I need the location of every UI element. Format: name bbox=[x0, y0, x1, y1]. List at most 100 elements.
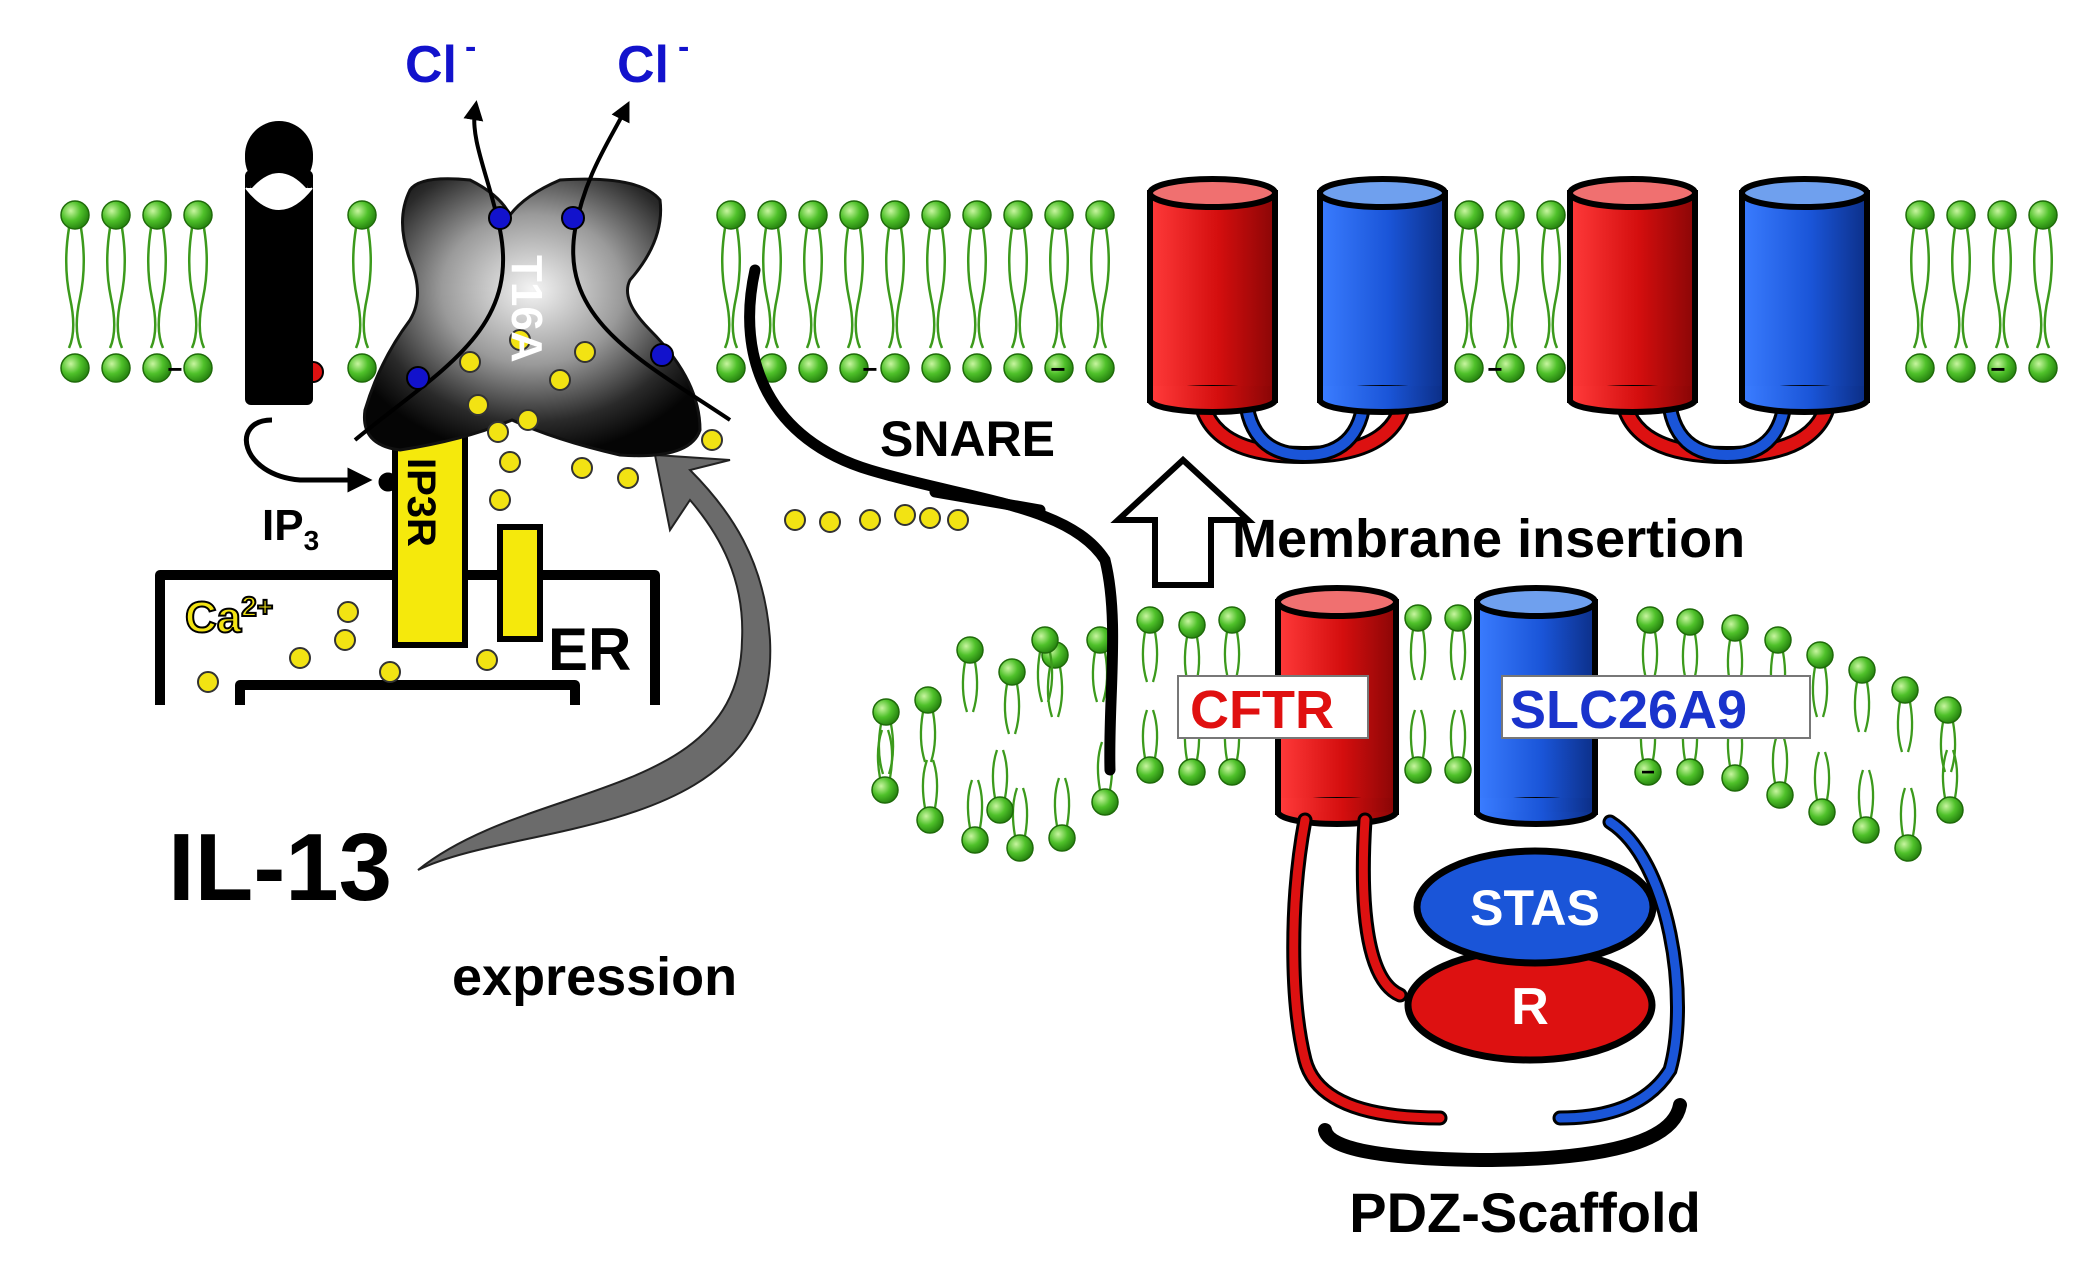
lipid-head bbox=[1404, 604, 1432, 632]
calcium-ion bbox=[334, 629, 356, 651]
lipid-head bbox=[1454, 353, 1484, 383]
calcium-ion bbox=[379, 661, 401, 683]
calcium-ion bbox=[509, 329, 531, 351]
lipid-tail bbox=[1551, 227, 1562, 349]
lipid-tail bbox=[802, 227, 813, 349]
lipid-head bbox=[798, 200, 828, 230]
lipid-head bbox=[1536, 353, 1566, 383]
lipid-tail bbox=[351, 227, 362, 349]
pdz-scaffold-bar bbox=[1318, 1098, 1687, 1168]
slc-loop-2-fill bbox=[1663, 384, 1791, 461]
er-label: ER bbox=[548, 616, 631, 683]
stas-label: STAS bbox=[1470, 880, 1600, 936]
calcium-ion bbox=[571, 457, 593, 479]
lipid-tail bbox=[1950, 227, 1961, 349]
lipid-head bbox=[1936, 796, 1964, 824]
pdz-scaffold-label: PDZ-Scaffold bbox=[1349, 1181, 1701, 1244]
lipid-head bbox=[1905, 200, 1935, 230]
lipid-tail bbox=[966, 227, 977, 349]
stas-domain bbox=[1413, 847, 1657, 967]
lipid-tail bbox=[2002, 227, 2013, 349]
lipid-tail bbox=[1409, 629, 1417, 681]
gpcr-receptor bbox=[245, 121, 313, 405]
lipid-tail bbox=[971, 661, 979, 713]
lipid-head bbox=[1044, 353, 1074, 383]
lipid-head bbox=[1946, 353, 1976, 383]
lipid-tail bbox=[976, 779, 984, 829]
lipid-head bbox=[1085, 353, 1115, 383]
cftr-cylinder-base-fill bbox=[1281, 798, 1393, 812]
lipid-head bbox=[1454, 200, 1484, 230]
cftr-cylinder-base-fill bbox=[1573, 386, 1692, 400]
lipid-head bbox=[1852, 816, 1880, 844]
lipid-tail bbox=[1091, 651, 1099, 703]
cl-ion-label: Cl bbox=[405, 36, 457, 94]
lipid-tail bbox=[1459, 709, 1467, 759]
slc26a9-cylinder-base-fill bbox=[1745, 386, 1864, 400]
slc26a9-label: SLC26A9 bbox=[1510, 680, 1747, 740]
lipid-tail bbox=[1949, 721, 1957, 773]
lipid-tail bbox=[843, 227, 854, 349]
slc26a9-cylinder-body bbox=[1317, 190, 1448, 403]
calcium-ion bbox=[489, 489, 511, 511]
lipid-head bbox=[1676, 758, 1704, 786]
lipid-tail bbox=[886, 729, 894, 779]
ip3-label-base: IP bbox=[262, 501, 304, 550]
negative-charge-label: − bbox=[1050, 354, 1065, 384]
lipid-tail bbox=[1771, 734, 1779, 784]
lipid-head bbox=[60, 200, 90, 230]
lipid-tail bbox=[1151, 631, 1159, 683]
calcium-ion bbox=[947, 509, 969, 531]
cftr-cylinder-top bbox=[1147, 176, 1278, 210]
lipid-tail bbox=[1100, 227, 1111, 349]
lipid-head bbox=[1003, 200, 1033, 230]
lipid-head bbox=[880, 353, 910, 383]
cftr-cylinder bbox=[1567, 176, 1698, 415]
membrane-insertion-arrow bbox=[1110, 455, 1256, 588]
lipid-head bbox=[839, 353, 869, 383]
lipid-tail bbox=[75, 227, 86, 349]
lipid-head bbox=[839, 200, 869, 230]
calcium-ion bbox=[487, 421, 509, 443]
lipid-tail bbox=[2043, 227, 2054, 349]
cl-binding-site bbox=[561, 206, 585, 230]
cl-flux-left bbox=[353, 100, 506, 442]
lipid-head bbox=[1136, 606, 1164, 634]
lipid-tail bbox=[1141, 631, 1149, 683]
lipid-tail bbox=[895, 227, 906, 349]
lipid-head bbox=[101, 353, 131, 383]
negative-charge-label: − bbox=[1641, 759, 1655, 786]
calcium-ion bbox=[549, 369, 571, 391]
lipid-head bbox=[961, 826, 989, 854]
lipid-tail bbox=[1920, 227, 1931, 349]
expression-arrow bbox=[417, 453, 772, 871]
lipid-tail bbox=[854, 227, 865, 349]
lipid-tail bbox=[1449, 629, 1457, 681]
calcium-ion bbox=[894, 504, 916, 526]
lipid-tail bbox=[1059, 227, 1070, 349]
calcium-ion bbox=[919, 507, 941, 529]
lipid-tail bbox=[921, 759, 929, 809]
cl-binding-site bbox=[488, 206, 512, 230]
slc26a9-cylinder-base-fill bbox=[1480, 798, 1592, 812]
lipid-head bbox=[60, 353, 90, 383]
membrane-insertion-label: Membrane insertion bbox=[1232, 509, 1745, 569]
calcium-ion bbox=[819, 511, 841, 533]
lipid-tail bbox=[1089, 227, 1100, 349]
lipid-tail bbox=[936, 227, 947, 349]
cftr-cylinder-body bbox=[1147, 190, 1278, 403]
lipid-tail bbox=[1013, 683, 1021, 735]
lipid-tail bbox=[2032, 227, 2043, 349]
slc26a9-cylinder-top bbox=[1739, 176, 1870, 210]
lipid-head bbox=[1178, 611, 1206, 639]
lipid-head bbox=[1721, 764, 1749, 792]
lipid-head bbox=[986, 796, 1014, 824]
slc26a9-label-box: SLC26A9 bbox=[1501, 675, 1811, 740]
lipid-tail bbox=[1458, 227, 1469, 349]
lipid-tail bbox=[1096, 741, 1104, 791]
lipid-tail bbox=[105, 227, 116, 349]
lipid-tail bbox=[1821, 666, 1829, 718]
cftr-cylinder-base-fill bbox=[1153, 386, 1272, 400]
lipid-tail bbox=[116, 227, 127, 349]
ip3-arrow bbox=[244, 417, 373, 493]
